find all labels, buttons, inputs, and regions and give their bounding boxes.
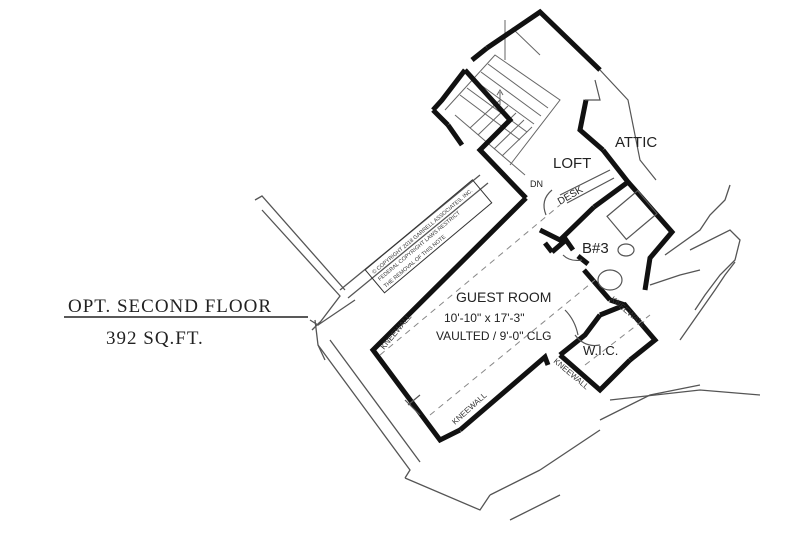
interior-fixtures	[404, 69, 658, 416]
vault-lines	[379, 204, 651, 416]
roof-outline	[254, 174, 761, 521]
copyright-stamp: © COPYRIGHT 2018 GARRELL ASSOCIATES, INC…	[364, 179, 493, 294]
desk-label: DESK	[556, 184, 585, 207]
room-label-attic: ATTIC	[615, 134, 657, 151]
room-label-guest-room: GUEST ROOM	[456, 289, 551, 305]
staircase	[444, 20, 561, 176]
room-label-wic: W.I.C.	[583, 343, 618, 358]
guest-room-ceiling: VAULTED / 9'-0" CLG	[436, 329, 551, 343]
room-label-loft: LOFT	[553, 155, 591, 172]
room-label-bath: B#3	[582, 240, 609, 257]
stairs-dn-label: DN	[530, 179, 543, 189]
floor-title: OPT. SECOND FLOOR	[68, 296, 272, 317]
floor-area: 392 SQ.FT.	[106, 328, 204, 349]
kneewall-label-right: KNEEWALL	[609, 295, 648, 330]
guest-room-size: 10'-10" x 17'-3"	[444, 311, 524, 325]
